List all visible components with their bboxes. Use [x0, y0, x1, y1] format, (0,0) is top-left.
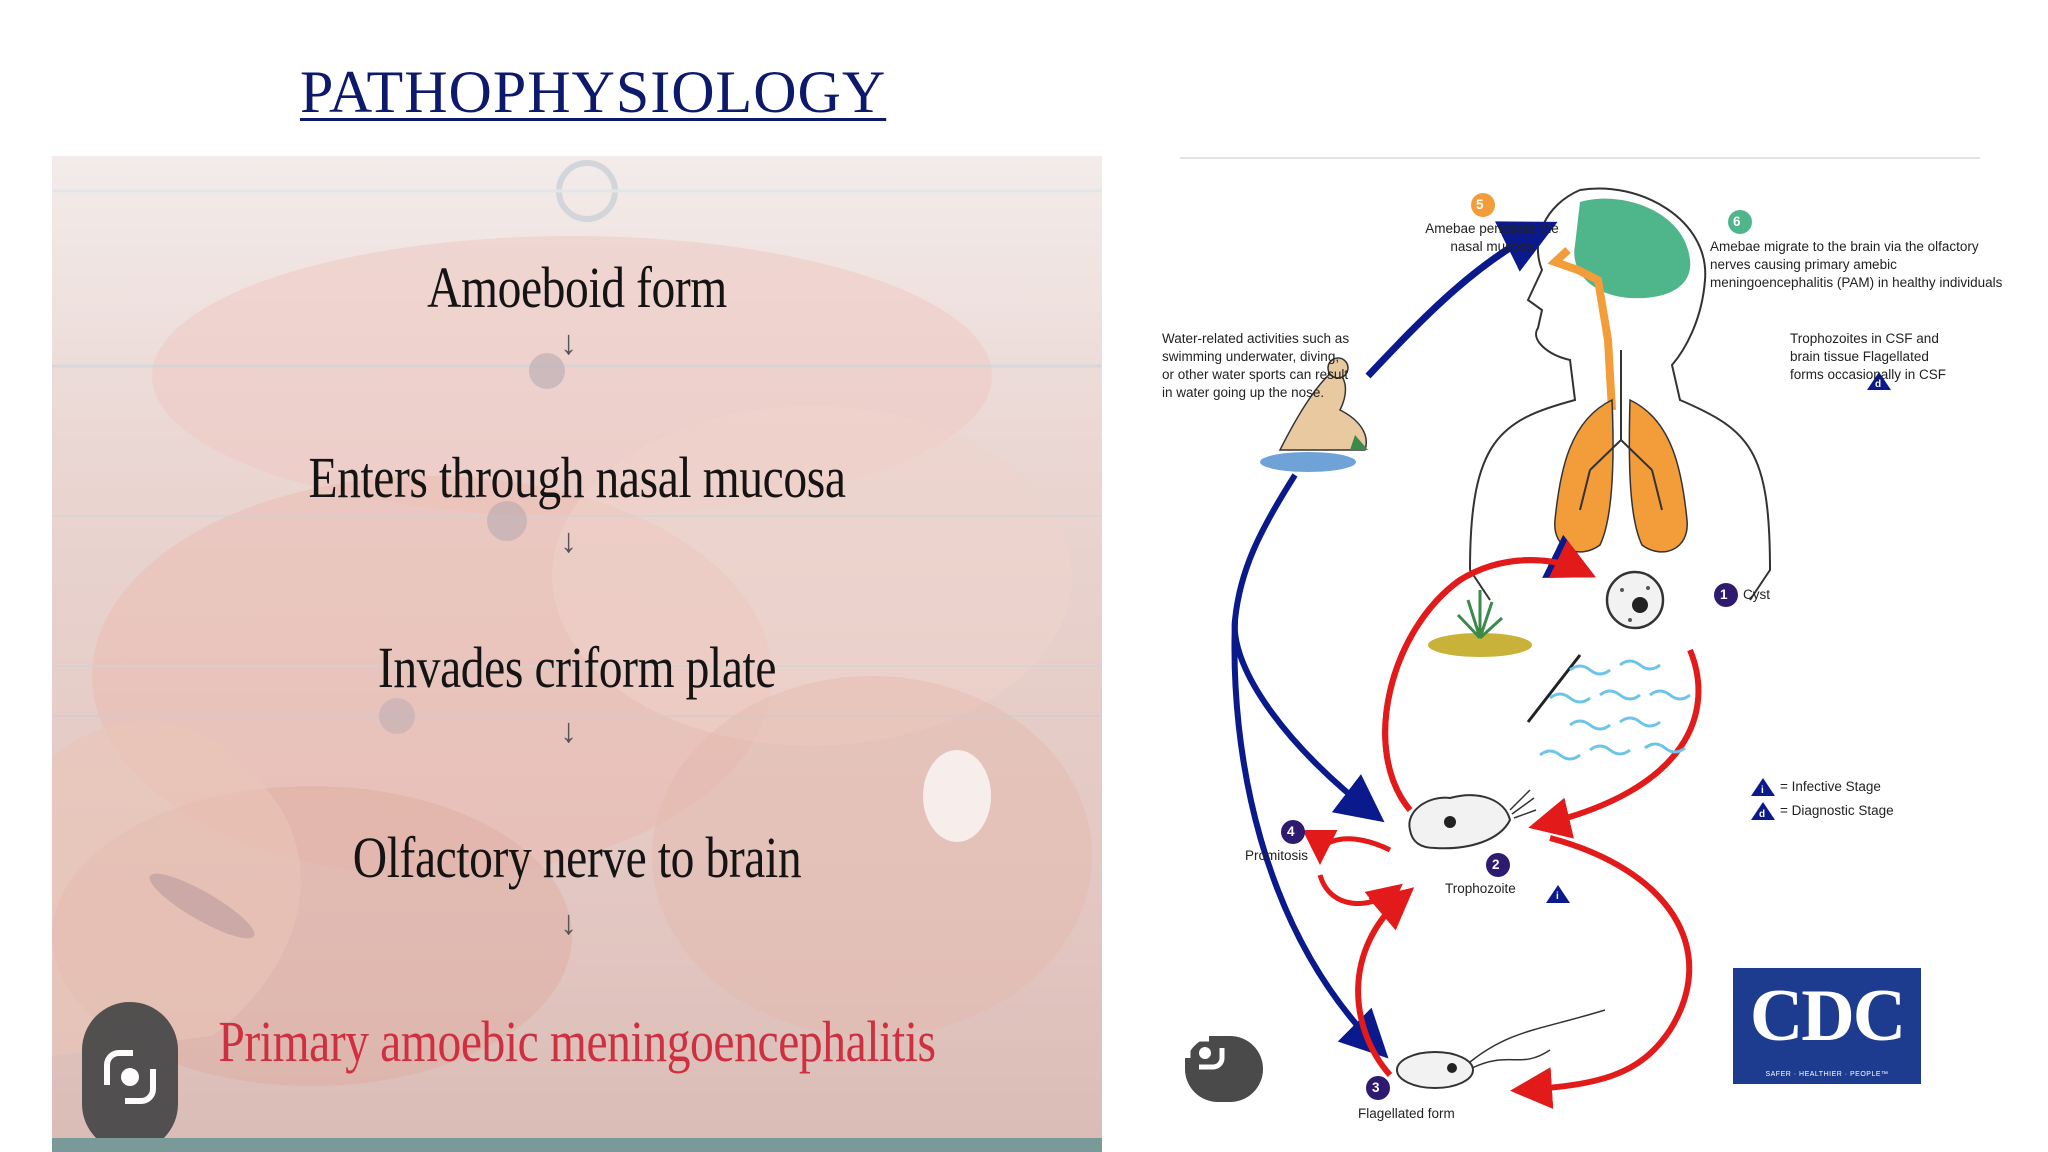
- stage-5-number: 5: [1476, 197, 1484, 212]
- trophozoites-csf-label: Trophozoites in CSF and brain tissue Fla…: [1790, 331, 1947, 382]
- stage-2-number: 2: [1492, 857, 1500, 872]
- diagnostic-symbol: d: [1875, 379, 1882, 390]
- flow-step-criform-plate: Invades criform plate: [377, 635, 777, 700]
- stage-5-label: Amebae penetrate the nasal mucosa: [1425, 221, 1559, 254]
- stage-6-label: Amebae migrate to the brain via the olfa…: [1710, 239, 2003, 290]
- cdc-life-cycle-panel: 5 6 1 2 3 4 Amebae penetrate the nasal m…: [1150, 150, 2014, 1130]
- stage-6-number: 6: [1733, 214, 1741, 229]
- soil-plant-illustration: [1428, 590, 1532, 657]
- nasal-anatomy-background: [52, 160, 1102, 1086]
- legend-infective-label: = Infective Stage: [1780, 779, 1881, 794]
- legend-diagnostic-symbol: d: [1759, 809, 1766, 820]
- trophozoite-illustration: [1408, 789, 1537, 850]
- water-illustration: [1539, 659, 1691, 761]
- stage-3-number: 3: [1372, 1080, 1380, 1095]
- stage-4-number: 4: [1287, 824, 1295, 839]
- legend-diagnostic-label: = Diagnostic Stage: [1780, 803, 1894, 818]
- down-arrow-icon: ↓: [560, 522, 577, 560]
- flow-step-pam: Primary amoebic meningoencephalitis: [218, 1009, 936, 1074]
- flow-step-amoeboid-form: Amoeboid form: [427, 255, 727, 320]
- down-arrow-icon: ↓: [560, 324, 577, 362]
- stage-4-label: Promitosis: [1245, 848, 1309, 863]
- lens-icon: [103, 1047, 157, 1107]
- google-lens-button-2[interactable]: [1185, 1036, 1263, 1102]
- down-arrow-icon: ↓: [560, 712, 577, 750]
- stage-3-label: Flagellated form: [1358, 1106, 1455, 1121]
- cyst-illustration: [1605, 570, 1665, 630]
- cdc-logo-text: CDC: [1749, 975, 1906, 1057]
- stage-1-label: Cyst: [1743, 587, 1770, 602]
- slide-title: PATHOPHYSIOLOGY: [300, 59, 887, 125]
- stage-1-number: 1: [1720, 587, 1728, 602]
- legend-infective-symbol: i: [1761, 785, 1764, 796]
- down-arrow-icon: ↓: [560, 904, 577, 942]
- cdc-tagline: SAFER · HEALTHIER · PEOPLE™: [1765, 1071, 1889, 1078]
- flagellated-illustration: [1396, 1009, 1606, 1089]
- infective-symbol: i: [1556, 891, 1559, 902]
- cdc-logo: CDC SAFER · HEALTHIER · PEOPLE™: [1733, 968, 1921, 1084]
- google-lens-button[interactable]: [82, 1002, 178, 1152]
- swimmer-figure: [1260, 357, 1368, 472]
- water-activities-label: Water-related activities such as swimmin…: [1162, 331, 1350, 400]
- flow-step-olfactory-nerve: Olfactory nerve to brain: [352, 825, 802, 890]
- flowchart-panel: Amoeboid form ↓ Enters through nasal muc…: [52, 156, 1102, 1152]
- lens-icon: [1185, 1036, 1225, 1070]
- flow-step-nasal-mucosa: Enters through nasal mucosa: [308, 445, 846, 510]
- bottom-strip: [52, 1138, 1102, 1152]
- stage-2-label: Trophozoite: [1445, 881, 1516, 896]
